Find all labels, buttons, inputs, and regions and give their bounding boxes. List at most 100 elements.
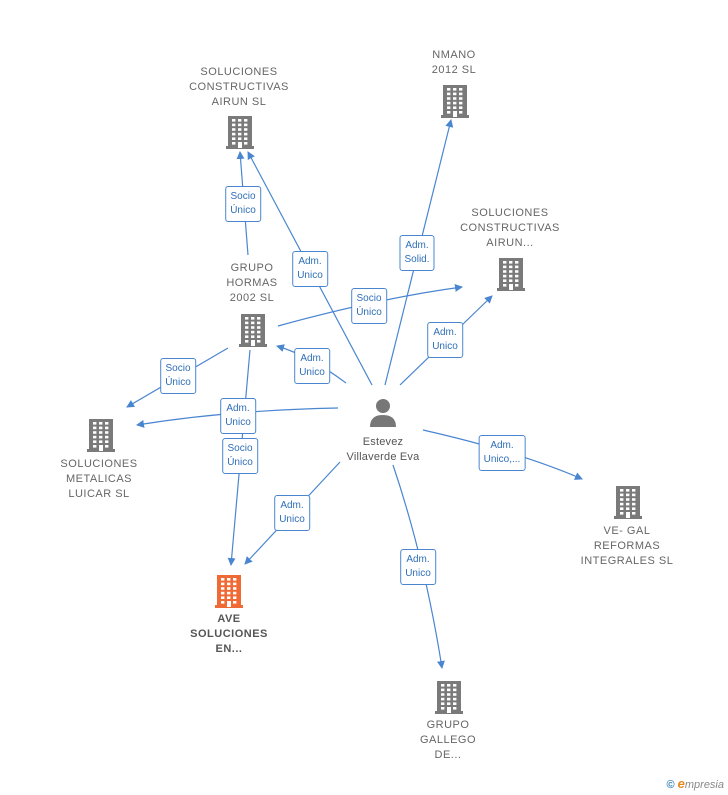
building-icon[interactable] <box>215 575 243 608</box>
label-line: GRUPO <box>426 719 470 731</box>
building-window <box>509 270 513 273</box>
building-window <box>515 265 519 269</box>
relation-text: Socio <box>356 293 382 304</box>
relation-text: Adm. <box>280 500 304 511</box>
person-label[interactable]: Estevez Villaverde Eva <box>347 435 420 465</box>
relation-text: Adm. <box>298 256 322 267</box>
building-door <box>99 445 103 451</box>
relation-label[interactable]: Socio Único <box>351 288 387 324</box>
building-window <box>447 88 451 91</box>
building-door <box>227 601 231 607</box>
building-window <box>245 317 249 320</box>
building-window <box>503 261 507 264</box>
building-window <box>232 137 236 140</box>
company-label-nmano[interactable]: NMANO 2012 SL <box>432 48 476 78</box>
building-window <box>99 426 103 430</box>
building-door <box>238 142 242 148</box>
building-icon[interactable] <box>435 681 463 714</box>
relation-label[interactable]: Socio Único <box>225 186 261 222</box>
relation-label[interactable]: Adm. Unico <box>220 398 256 434</box>
building-window <box>244 137 248 140</box>
building-window <box>105 422 109 425</box>
relation-label[interactable]: Adm. Unico <box>427 322 463 358</box>
relation-label[interactable]: Socio Único <box>222 438 258 474</box>
building-window <box>93 445 97 448</box>
label-line: SOLUCIONES <box>200 66 278 78</box>
label-line: CONSTRUCTIVAS <box>460 222 560 234</box>
building-window <box>93 422 97 425</box>
person-icon[interactable] <box>370 399 396 427</box>
building-window <box>244 123 248 127</box>
building-window <box>447 111 451 114</box>
label-line: GALLEGO <box>419 734 477 746</box>
relation-text: Unico <box>299 367 325 378</box>
building-window <box>453 697 457 701</box>
building-window <box>459 106 463 109</box>
building-window <box>232 128 236 131</box>
building-icon[interactable] <box>614 486 642 519</box>
building-window <box>233 591 237 595</box>
building-icon[interactable] <box>226 116 254 149</box>
label-line: REFORMAS <box>593 540 661 552</box>
brand-name: mpresia <box>684 779 724 791</box>
building-window <box>251 335 255 338</box>
company-label-airun-dots[interactable]: SOLUCIONES CONSTRUCTIVAS AIRUN... <box>460 206 560 251</box>
relation-text: Unico <box>279 514 305 525</box>
relation-text: Unico <box>432 341 458 352</box>
building-window <box>441 697 445 701</box>
building-icon[interactable] <box>87 419 115 452</box>
building-icon[interactable] <box>497 258 525 291</box>
brand-initial: e <box>677 776 685 791</box>
building-door <box>626 512 630 518</box>
building-window <box>221 578 225 581</box>
label-line: VE- GAL <box>603 525 651 537</box>
company-label-airun-sl[interactable]: SOLUCIONES CONSTRUCTIVAS AIRUN SL <box>189 65 289 110</box>
building-window <box>453 106 457 109</box>
building-window <box>626 502 630 506</box>
building-window <box>459 92 463 96</box>
label-line: NMANO <box>432 49 476 61</box>
building-window <box>227 587 231 590</box>
building-window <box>459 111 463 114</box>
company-label-luicar[interactable]: SOLUCIONES METALICAS LUICAR SL <box>60 457 137 502</box>
label-line: INTEGRALES SL <box>580 555 674 567</box>
building-window <box>632 502 636 506</box>
building-window <box>626 489 630 492</box>
building-window <box>441 702 445 705</box>
building-window <box>503 270 507 273</box>
relation-label[interactable]: Socio Único <box>160 358 196 394</box>
relation-text: Único <box>165 377 191 388</box>
building-window <box>251 330 255 334</box>
company-label-gallego[interactable]: GRUPO GALLEGO DE... <box>420 718 476 763</box>
label-line: SOLUCIONES <box>60 458 138 470</box>
building-window <box>221 591 225 595</box>
relation-text: Adm. <box>406 554 430 565</box>
relation-text: Único <box>230 205 256 216</box>
building-door <box>453 111 457 117</box>
company-label-ave[interactable]: AVE SOLUCIONES EN... <box>190 612 268 657</box>
company-label-hormas[interactable]: GRUPO HORMAS 2002 SL <box>226 261 277 306</box>
building-door <box>447 707 451 713</box>
label-line: AVE <box>217 613 241 625</box>
building-window <box>509 261 513 264</box>
relation-label[interactable]: Adm. Unico,... <box>478 435 526 471</box>
building-window <box>620 489 624 492</box>
building-window <box>447 106 451 109</box>
company-label-vegal[interactable]: VE- GAL REFORMAS INTEGRALES SL <box>581 524 674 569</box>
relation-label[interactable]: Adm. Solid. <box>399 235 435 271</box>
building-window <box>441 684 445 687</box>
relation-text: Socio <box>165 363 191 374</box>
building-window <box>238 123 242 127</box>
building-window <box>515 284 519 287</box>
relation-label[interactable]: Adm. Unico <box>292 251 328 287</box>
building-window <box>238 137 242 140</box>
building-window <box>515 270 519 273</box>
relation-label[interactable]: Adm. Unico <box>294 348 330 384</box>
building-window <box>453 101 457 105</box>
building-window <box>257 326 261 329</box>
relation-label[interactable]: Adm. Unico <box>400 549 436 585</box>
building-icon[interactable] <box>441 85 469 118</box>
building-icon[interactable] <box>239 314 267 347</box>
relation-label[interactable]: Adm. Unico <box>274 495 310 531</box>
building-window <box>105 445 109 448</box>
